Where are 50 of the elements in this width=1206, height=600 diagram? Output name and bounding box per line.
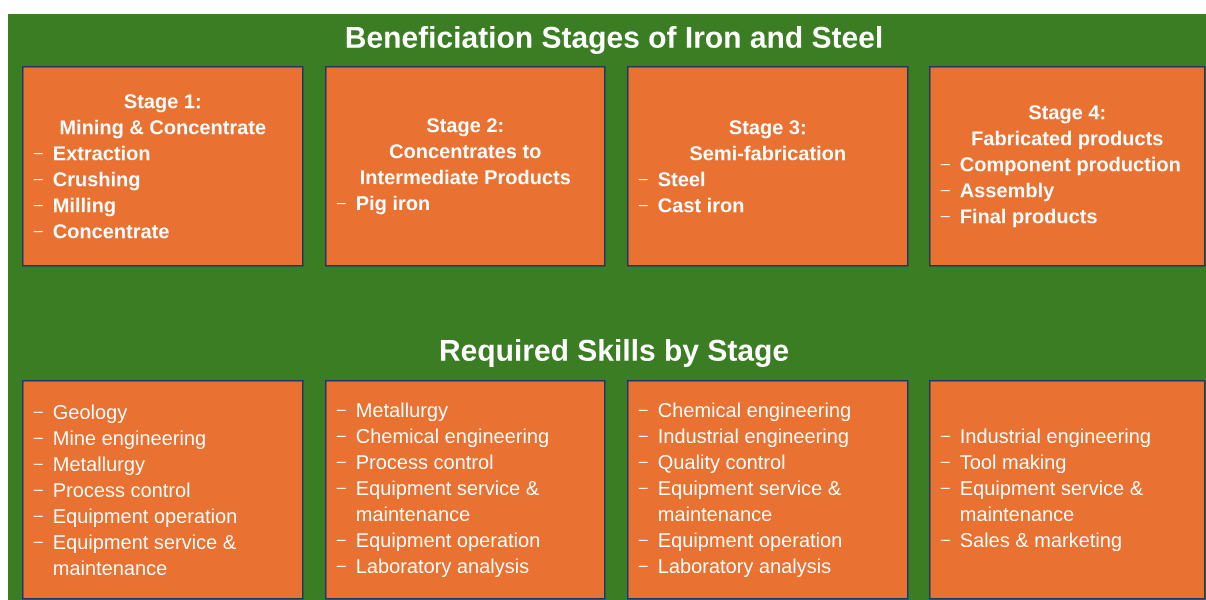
- list-item: Equipment service & maintenance: [638, 480, 841, 522]
- box-heading: Stage 4:: [1028, 105, 1105, 124]
- stage-box: [929, 380, 1206, 600]
- stage-box: [325, 66, 606, 267]
- box-heading: Stage 2:: [426, 118, 503, 137]
- title: Beneficiation Stages of Iron and Steel: [346, 25, 882, 55]
- stage-box: [627, 66, 909, 267]
- stage-box: [22, 66, 304, 267]
- list-item: Steel: [638, 171, 705, 187]
- list-item: Component production: [940, 156, 1180, 176]
- stage-box: [22, 380, 304, 600]
- list-item: Laboratory analysis: [638, 558, 831, 578]
- section-heading: Required Skills by Stage: [440, 338, 789, 368]
- list-item: Equipment service & maintenance: [940, 480, 1143, 522]
- list-item: Chemical engineering: [336, 428, 548, 448]
- list-item: Milling: [33, 197, 115, 217]
- list-item: Mine engineering: [33, 430, 205, 450]
- list-item: Industrial engineering: [940, 428, 1150, 448]
- list-item: Equipment operation: [336, 532, 539, 552]
- list-item: Extraction: [33, 145, 150, 161]
- list-item: Equipment service & maintenance: [336, 480, 539, 522]
- stage-box: [929, 66, 1206, 267]
- box-heading: Semi-fabrication: [690, 145, 845, 161]
- stage-box: [325, 380, 606, 600]
- list-item: Laboratory analysis: [336, 558, 529, 578]
- list-item: Crushing: [33, 171, 140, 191]
- list-item: Pig iron: [336, 195, 429, 215]
- stage-box: [627, 380, 909, 600]
- box-heading: Fabricated products: [972, 130, 1163, 150]
- list-item: Process control: [33, 482, 190, 498]
- list-item: Equipment operation: [638, 532, 841, 552]
- list-item: Final products: [940, 208, 1097, 228]
- list-item: Process control: [336, 454, 493, 470]
- list-item: Concentrate: [33, 224, 169, 239]
- list-item: Cast iron: [638, 197, 744, 213]
- list-item: Equipment service & maintenance: [33, 534, 236, 576]
- list-item: Metallurgy: [33, 456, 145, 476]
- box-heading: Mining & Concentrate: [60, 119, 266, 139]
- list-item: Quality control: [638, 454, 785, 474]
- list-item: Industrial engineering: [638, 428, 848, 448]
- list-item: Assembly: [940, 182, 1055, 202]
- list-item: Geology: [33, 404, 128, 424]
- list-item: Equipment operation: [33, 508, 236, 528]
- box-heading: Stage 1:: [124, 94, 200, 113]
- list-item: Metallurgy: [336, 402, 448, 422]
- box-heading: Stage 3:: [729, 120, 805, 139]
- list-item: Tool making: [940, 454, 1066, 474]
- box-heading: Concentrates to Intermediate Products: [361, 144, 570, 185]
- list-item: Chemical engineering: [638, 402, 850, 422]
- list-item: Sales & marketing: [940, 532, 1121, 552]
